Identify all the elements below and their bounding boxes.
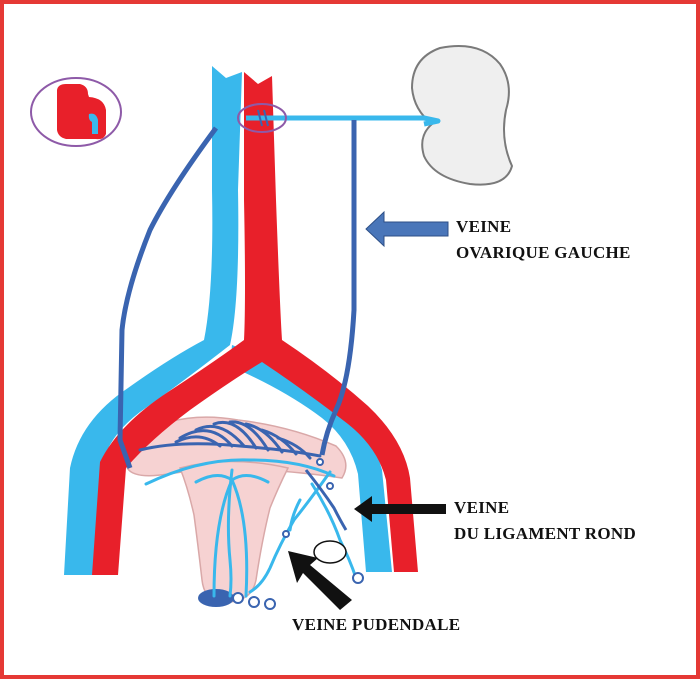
ovarian-vein-arrow (365, 210, 449, 248)
pelvic-light-veins (144, 458, 358, 598)
aorta (92, 72, 418, 575)
ovarian-vein-label-line1: VEINE (456, 217, 511, 236)
ovarian-vein-label-line2: OVARIQUE GAUCHE (456, 243, 631, 262)
round-ligament-label-line2: DU LIGAMENT ROND (454, 524, 636, 543)
inset-icon (30, 77, 122, 147)
round-ligament-arrow (354, 496, 446, 522)
pudendal-arrow (288, 551, 352, 610)
pudendal-vein-label: VEINE PUDENDALE (292, 615, 460, 634)
round-ligament-vein (304, 469, 348, 531)
right-ovarian-vein (117, 126, 219, 469)
inferior-vena-cava (64, 66, 242, 575)
renal-crossing-ticks (257, 109, 269, 127)
renal-crossing-highlight (237, 103, 287, 133)
vulvar-plexus (198, 589, 234, 607)
uterine-venous-plexus (138, 420, 322, 460)
left-ovarian-vein (319, 120, 357, 456)
round-ligament-label-line1: VEINE (454, 498, 509, 517)
left-renal-vein (262, 115, 441, 127)
left-kidney (410, 45, 514, 186)
vessel-nodes (232, 458, 364, 610)
inset-vein-shape (88, 113, 98, 134)
pudendal-loop (313, 540, 347, 564)
